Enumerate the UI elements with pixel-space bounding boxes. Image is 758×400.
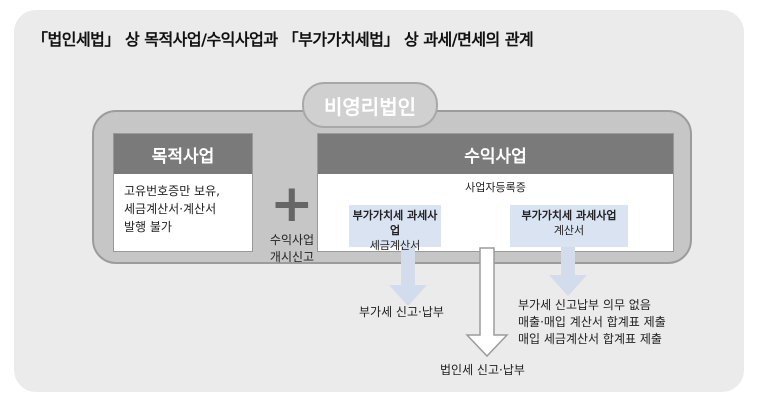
purpose-line: 세금계산서·계산서	[124, 202, 217, 216]
report-line: 수익사업	[269, 233, 315, 247]
tag-title: 부가가치세 과세사업	[352, 209, 438, 237]
exempt-line: 매출·매입 계산서 합계표 제출	[518, 315, 666, 329]
tag-sub: 세금계산서	[369, 239, 421, 252]
exempt-line: 매입 세금계산서 합계표 제출	[518, 332, 662, 346]
diagram-title: 「법인세법」 상 목적사업/수익사업과 「부가가치세법」 상 과세/면세의 관계	[32, 30, 534, 49]
tag-title: 부가가치세 과세사업	[521, 209, 617, 222]
taxable-business-tag: 부가가치세 과세사업 세금계산서	[349, 205, 441, 252]
exempt-obligations: 부가세 신고납부 의무 없음 매출·매입 계산서 합계표 제출 매입 세금계산서…	[518, 297, 666, 348]
business-registration: 사업자등록증	[465, 181, 526, 194]
purpose-business-header: 목적사업	[114, 134, 252, 174]
vat-filing-text: 부가세 신고·납부	[359, 305, 444, 319]
corp-tax-arrow-icon	[465, 247, 509, 358]
purpose-business-box: 목적사업 고유번호증만 보유, 세금계산서·계산서 발행 불가	[113, 133, 253, 252]
purpose-line: 고유번호증만 보유,	[124, 184, 220, 198]
plus-icon: +	[270, 174, 314, 234]
vat-arrow-icon	[389, 241, 427, 306]
corp-tax-filing-text: 법인세 신고·납부	[440, 363, 525, 377]
report-line: 개시신고	[269, 250, 315, 264]
profit-business-header: 수익사업	[318, 134, 673, 174]
exempt-line: 부가세 신고납부 의무 없음	[518, 298, 651, 312]
exempt-arrow-icon	[549, 241, 587, 296]
profit-start-report: 수익사업 개시신고	[262, 232, 322, 266]
purpose-line: 발행 불가	[124, 220, 172, 234]
nonprofit-label: 비영리법인	[302, 82, 438, 128]
exempt-business-tag: 부가가치세 과세사업 계산서	[510, 205, 628, 247]
tag-sub: 계산서	[553, 224, 585, 237]
